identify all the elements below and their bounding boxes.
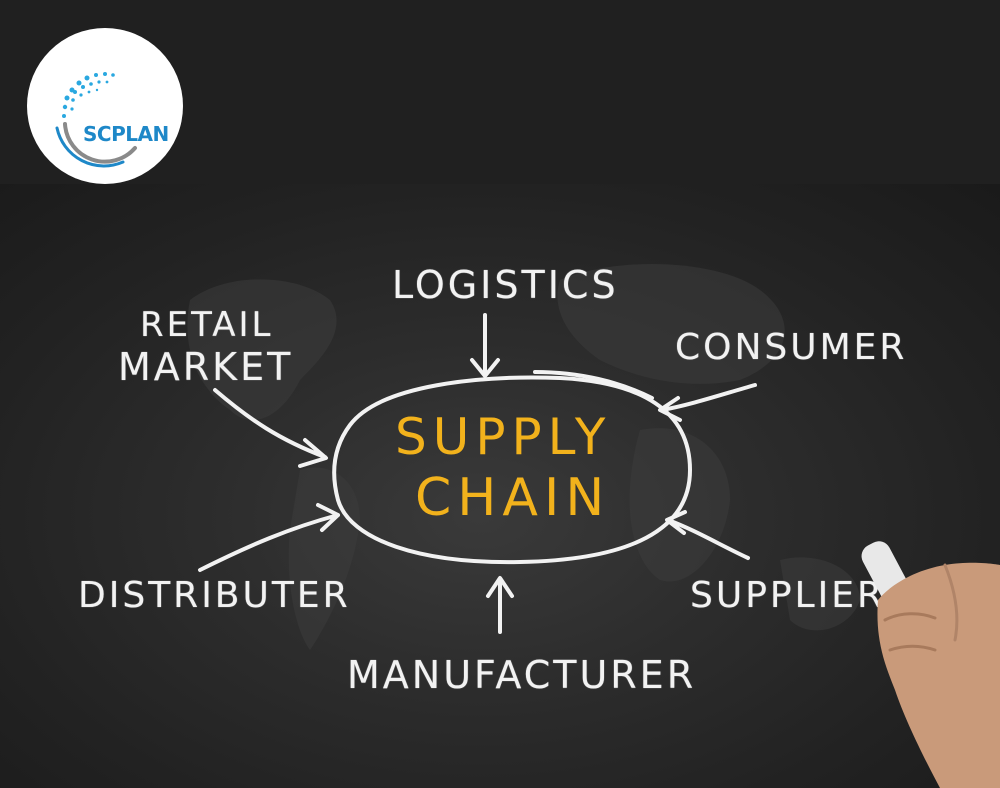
hand-shape: [877, 562, 1000, 788]
center-label-line2: CHAIN: [415, 468, 611, 528]
scplan-logo: SCPLAN: [27, 28, 183, 184]
node-distributer: DISTRIBUTER: [78, 575, 351, 616]
arrow-from-logistics: [470, 313, 500, 378]
logo-swirl-icon: [55, 72, 137, 168]
node-retail-line2: MARKET: [118, 345, 294, 389]
node-supplier: SUPPLIER: [690, 575, 886, 616]
arrow-from-distributer: [198, 503, 340, 572]
arrow-from-consumer: [658, 383, 757, 422]
chalkboard: [0, 184, 1000, 788]
node-consumer: CONSUMER: [675, 327, 908, 368]
node-retail-line1: RETAIL: [140, 305, 274, 345]
arrow-from-retail: [213, 388, 328, 468]
center-label-line1: SUPPLY: [395, 408, 612, 466]
arrow-from-supplier: [665, 510, 750, 560]
node-manufacturer: MANUFACTURER: [347, 653, 697, 697]
ellipse-overstroke: [533, 370, 654, 400]
logo-text: SCPLAN: [83, 122, 169, 146]
node-logistics: LOGISTICS: [392, 263, 619, 307]
arrow-from-manufacturer: [486, 576, 514, 634]
